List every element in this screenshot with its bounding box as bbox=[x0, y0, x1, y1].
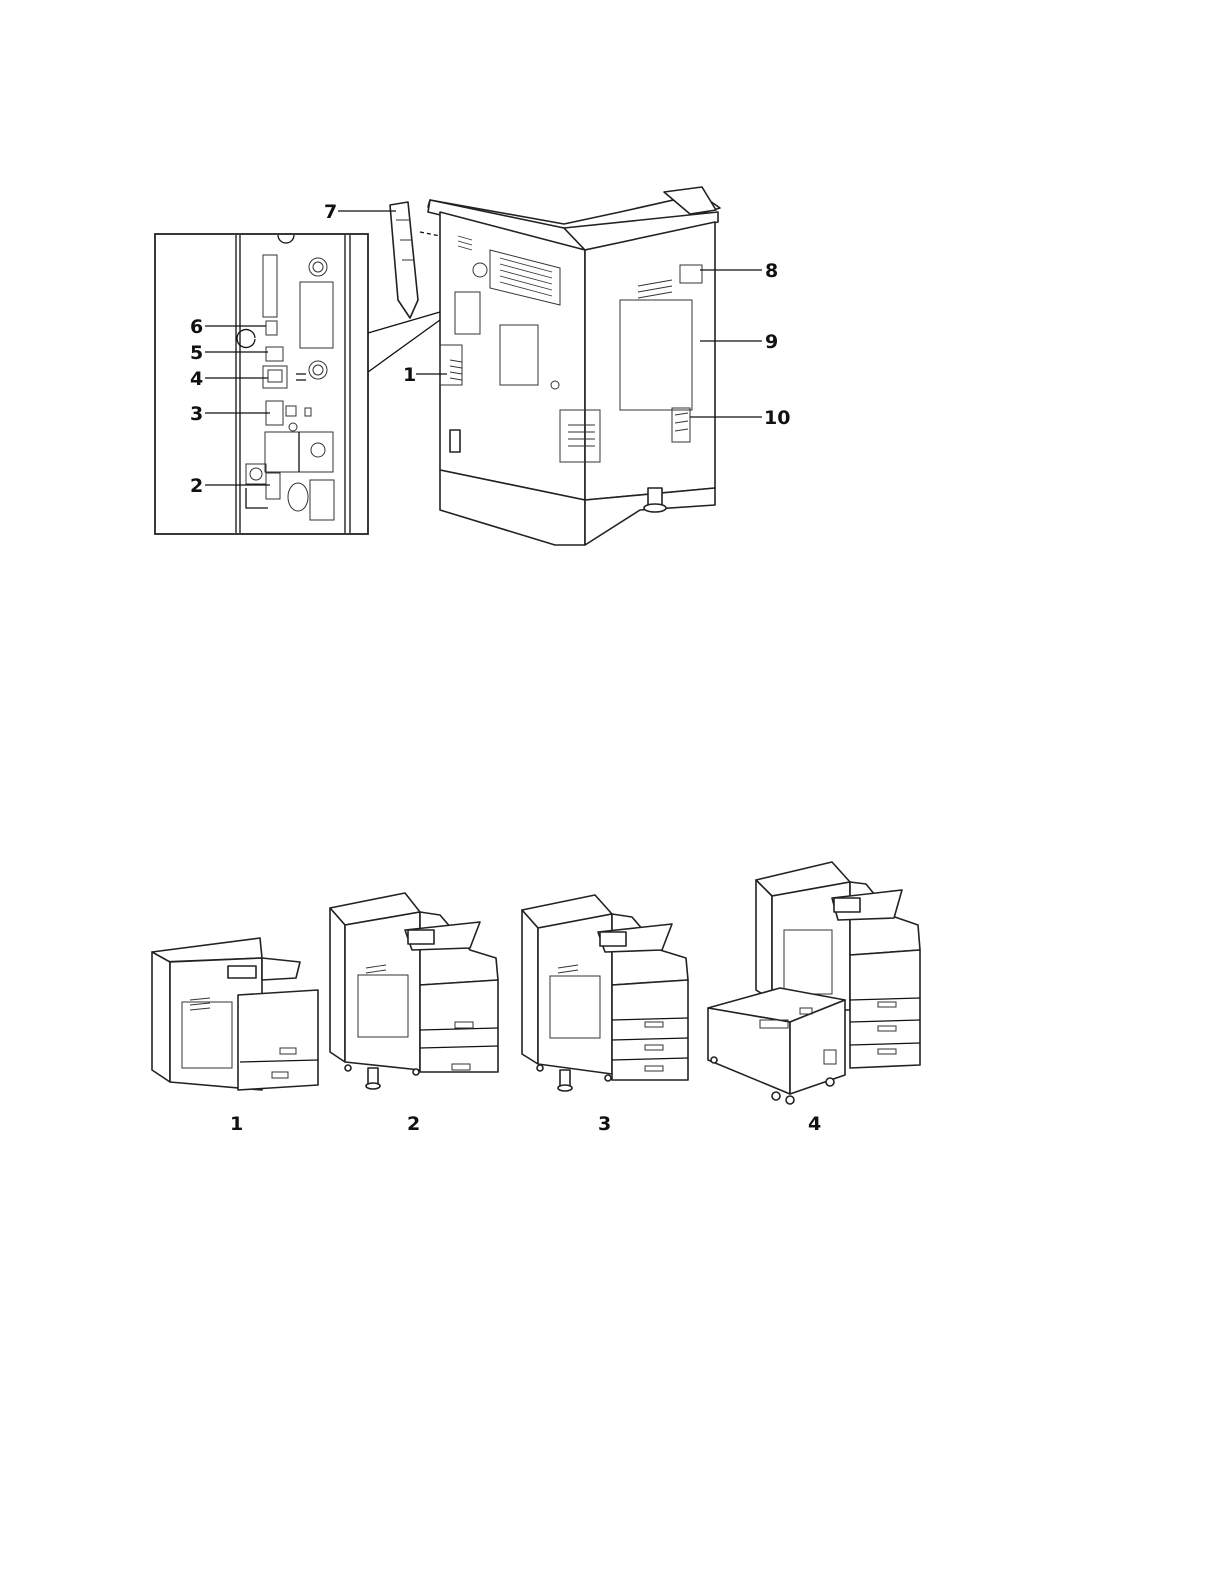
config-label-2: 2 bbox=[407, 1113, 420, 1135]
config-label-3: 3 bbox=[598, 1113, 611, 1135]
callout-6: 6 bbox=[190, 316, 203, 338]
callout-1: 1 bbox=[403, 364, 416, 386]
callout-7: 7 bbox=[324, 201, 337, 223]
callout-10: 10 bbox=[764, 407, 790, 429]
printer-config-4 bbox=[708, 862, 920, 1104]
callout-8: 8 bbox=[765, 260, 778, 282]
configuration-labels: 1 2 3 4 bbox=[230, 1113, 821, 1135]
printer-config-3 bbox=[522, 895, 688, 1091]
callout-5: 5 bbox=[190, 342, 203, 364]
callout-9: 9 bbox=[765, 331, 778, 353]
config-label-4: 4 bbox=[808, 1113, 821, 1135]
callout-2: 2 bbox=[190, 475, 203, 497]
printer-config-2 bbox=[330, 893, 498, 1089]
config-label-1: 1 bbox=[230, 1113, 243, 1135]
callout-3: 3 bbox=[190, 403, 203, 425]
printer-config-1 bbox=[152, 938, 318, 1090]
callout-4: 4 bbox=[190, 368, 203, 390]
printer-rear-view bbox=[390, 187, 720, 545]
